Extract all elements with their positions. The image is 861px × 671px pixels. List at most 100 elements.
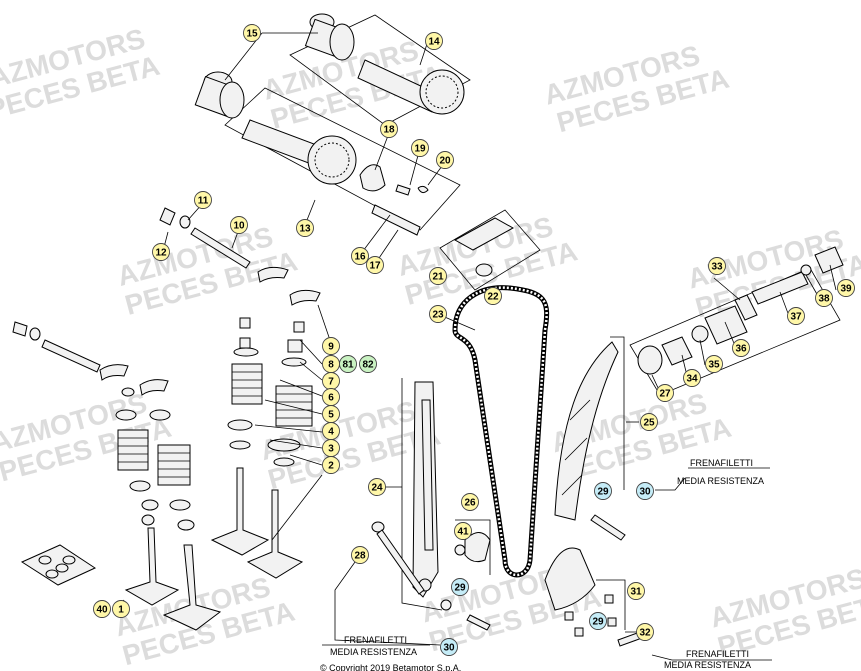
callout-number: 13 — [299, 224, 311, 235]
callout-number: 37 — [790, 312, 802, 323]
callout-37: 37 — [787, 307, 805, 325]
callout-number: 18 — [383, 125, 395, 136]
callout-22: 22 — [484, 287, 502, 305]
rocker-shaft-plug — [159, 207, 176, 226]
valve-stack-left-2 — [149, 409, 222, 631]
bolt-upper — [590, 514, 626, 541]
callout-3: 3 — [322, 439, 340, 457]
callout-circle — [411, 139, 429, 157]
callout-circle — [366, 256, 384, 274]
leader-lines — [113, 32, 837, 661]
callout-6: 6 — [322, 388, 340, 406]
callout-circle — [93, 600, 111, 618]
callout-circle — [322, 456, 340, 474]
callout-20: 20 — [436, 151, 454, 169]
callout-number: 41 — [457, 527, 469, 538]
callout-circle — [732, 339, 750, 357]
note-frena-2b: MEDIA RESISTENZA — [330, 647, 417, 657]
callout-18: 18 — [380, 120, 398, 138]
callout-circle — [322, 337, 340, 355]
callout-number: 6 — [328, 393, 334, 404]
callout-1: 1 — [112, 600, 130, 618]
callout-number: 27 — [659, 389, 671, 400]
callout-33: 33 — [708, 257, 726, 275]
rocker-shaft-plug-2 — [12, 321, 28, 337]
callout-circle — [708, 257, 726, 275]
callout-9: 9 — [322, 337, 340, 355]
chain-tensioner-assembly — [629, 246, 844, 396]
callout-35: 35 — [705, 355, 723, 373]
callout-circle — [339, 355, 357, 373]
callout-circle — [429, 305, 447, 323]
valve-stack-left — [115, 387, 180, 606]
callout-number: 20 — [439, 156, 451, 167]
callout-number: 81 — [342, 360, 354, 371]
decompressor-spring — [417, 185, 429, 194]
callout-number: 21 — [432, 272, 444, 283]
rocker-arm-1 — [257, 266, 289, 283]
tensioner-washer — [800, 264, 812, 276]
callout-number: 26 — [464, 498, 476, 509]
callout-14: 14 — [425, 32, 443, 50]
callout-circle — [815, 289, 833, 307]
callout-17: 17 — [366, 256, 384, 274]
callout-number: 5 — [328, 410, 334, 421]
callout-circle — [440, 638, 458, 656]
callout-39: 39 — [837, 279, 855, 297]
callout-40: 40 — [93, 600, 111, 618]
callout-circle — [627, 582, 645, 600]
callout-4: 4 — [322, 422, 340, 440]
valve-train — [20, 317, 313, 631]
rocker-shaft-group — [12, 207, 321, 396]
callout-circle — [368, 478, 386, 496]
callout-30: 30 — [636, 482, 654, 500]
washer-lower — [440, 599, 452, 611]
rocker-arm-2 — [289, 289, 321, 306]
shim-kit — [20, 544, 97, 586]
callout-number: 16 — [354, 252, 366, 263]
callout-circle — [636, 482, 654, 500]
copyright-text: © Copyright 2019 Betamotor S.p.A. — [320, 663, 461, 671]
lower-chain-guide — [544, 547, 643, 647]
camshaft-box-outline — [224, 87, 461, 231]
rocker-oring-2 — [29, 327, 41, 341]
callout-number: 29 — [454, 583, 466, 594]
callout-circle — [296, 219, 314, 237]
callout-number: 31 — [630, 587, 642, 598]
callout-circle — [152, 243, 170, 261]
rocker-arm-4 — [139, 379, 169, 396]
chain-guide-fixed — [401, 378, 443, 611]
callout-10: 10 — [230, 216, 248, 234]
callout-number: 15 — [246, 29, 258, 40]
rocker-shaft — [190, 227, 251, 269]
callout-19: 19 — [411, 139, 429, 157]
callout-number: 40 — [96, 605, 108, 616]
callout-number: 10 — [233, 221, 245, 232]
callout-number: 3 — [328, 444, 334, 455]
callout-number: 17 — [369, 261, 381, 272]
callout-15: 15 — [243, 24, 261, 42]
callout-82: 82 — [359, 355, 377, 373]
rocker-shaft-oring — [179, 215, 191, 229]
callout-circle — [454, 522, 472, 540]
note-frena-3b: MEDIA RESISTENZA — [664, 660, 751, 670]
tensioner-oring — [637, 345, 663, 375]
callout-number: 30 — [639, 487, 651, 498]
callout-number: 19 — [414, 144, 426, 155]
callout-circle — [837, 279, 855, 297]
camshaft-group — [194, 13, 471, 236]
callout-29: 29 — [589, 612, 607, 630]
callout-5: 5 — [322, 405, 340, 423]
callout-27: 27 — [656, 384, 674, 402]
callout-circle — [351, 546, 369, 564]
callout-32: 32 — [636, 623, 654, 641]
callout-circle — [484, 287, 502, 305]
callout-circle — [705, 355, 723, 373]
callout-8: 8 — [322, 355, 340, 373]
callout-41: 41 — [454, 522, 472, 540]
callout-circle — [112, 600, 130, 618]
callout-24: 24 — [368, 478, 386, 496]
